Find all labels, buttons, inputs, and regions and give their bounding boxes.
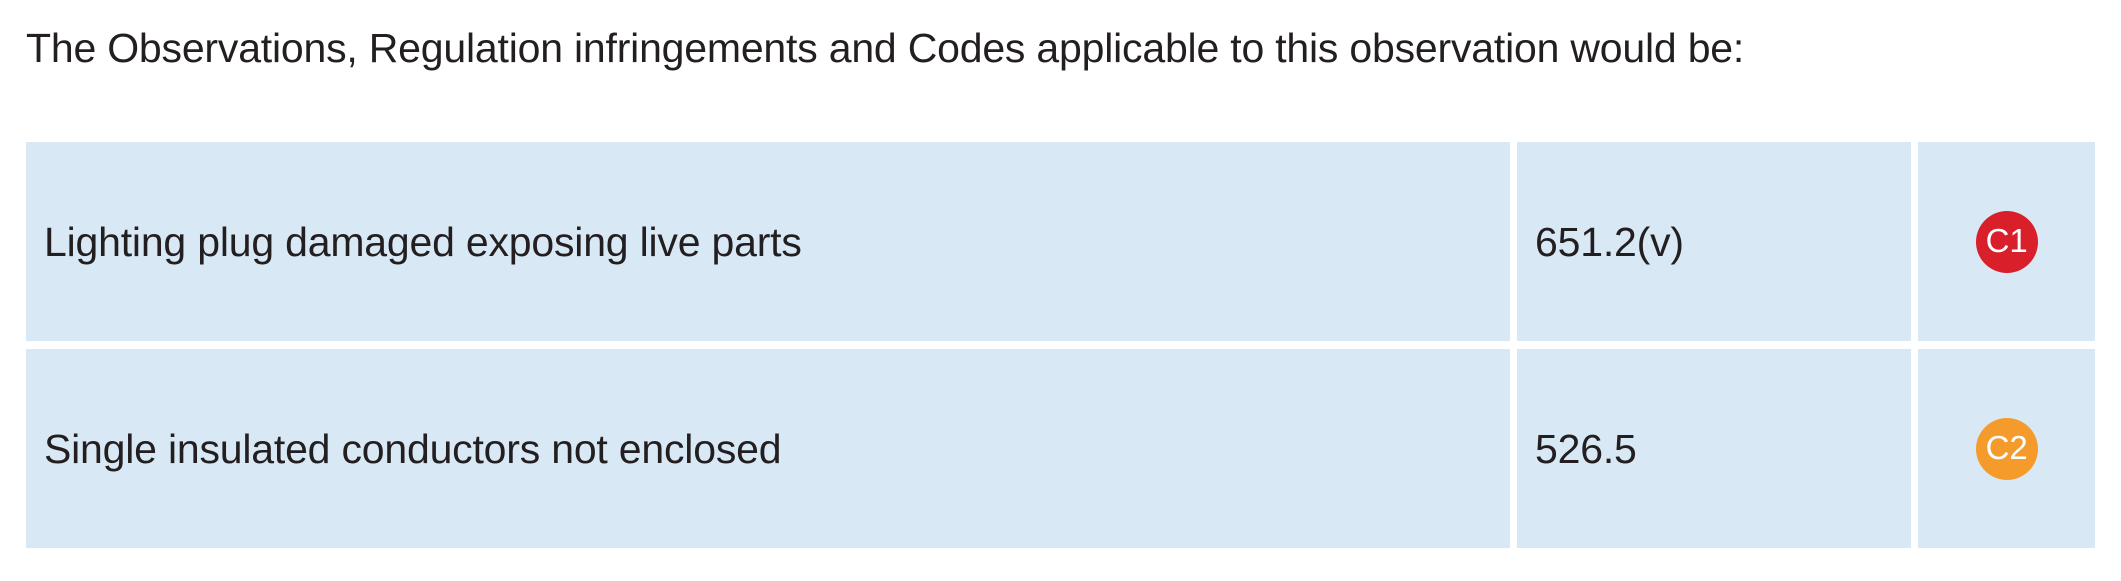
regulation-text: 651.2(v) [1535,218,1684,265]
row-divider-cell [26,341,1511,349]
observation-text: Lighting plug damaged exposing live part… [44,218,802,265]
table-row: Single insulated conductors not enclosed… [26,349,2095,548]
code-badge-c1: C1 [1975,210,2038,273]
intro-paragraph: The Observations, Regulation infringemen… [26,25,1745,71]
row-divider [26,341,2095,349]
row-divider-cell [1911,341,2095,349]
observation-cell: Single insulated conductors not enclosed [26,349,1511,548]
code-cell: C2 [1911,349,2095,548]
row-divider-cell [1510,341,1912,349]
observation-cell: Lighting plug damaged exposing live part… [26,142,1511,341]
observations-table: Lighting plug damaged exposing live part… [26,142,2095,548]
code-cell: C1 [1911,142,2095,341]
code-badge-c2: C2 [1975,417,2038,480]
regulation-text: 526.5 [1535,425,1637,472]
table-row: Lighting plug damaged exposing live part… [26,142,2095,341]
table-body: Lighting plug damaged exposing live part… [26,142,2095,548]
regulation-cell: 651.2(v) [1510,142,1912,341]
observation-text: Single insulated conductors not enclosed [44,425,782,472]
regulation-cell: 526.5 [1510,349,1912,548]
